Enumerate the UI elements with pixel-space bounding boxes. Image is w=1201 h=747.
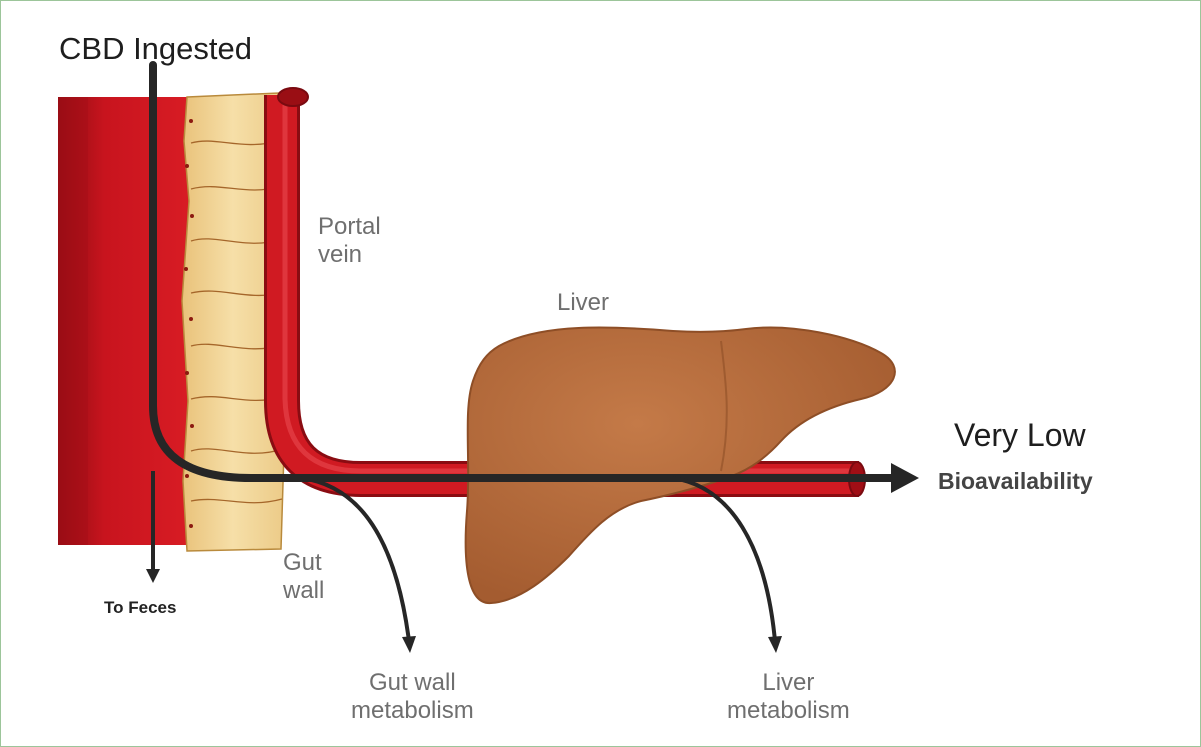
liver-metabolism-arrow bbox=[673, 478, 782, 653]
portal-vein-label-line2: vein bbox=[318, 241, 381, 269]
liver-label: Liver bbox=[557, 289, 609, 317]
portal-vein-label: Portal vein bbox=[318, 213, 381, 268]
cbd-ingested-label: CBD Ingested bbox=[59, 31, 252, 67]
gut-wall-label-line1: Gut bbox=[283, 549, 324, 577]
liver-metabolism-label: Liver metabolism bbox=[727, 669, 850, 724]
very-low-label: Very Low bbox=[954, 417, 1086, 454]
gut-wall-metabolism-line1: Gut wall bbox=[351, 669, 474, 697]
gut-wall-label-line2: wall bbox=[283, 577, 324, 605]
portal-vein-label-line1: Portal bbox=[318, 213, 381, 241]
liver-metabolism-line2: metabolism bbox=[727, 697, 850, 725]
to-feces-label: To Feces bbox=[104, 598, 176, 618]
bioavailability-label: Bioavailability bbox=[938, 468, 1093, 494]
liver-metabolism-line1: Liver bbox=[727, 669, 850, 697]
gut-wall-metabolism-label: Gut wall metabolism bbox=[351, 669, 474, 724]
gut-wall-metabolism-line2: metabolism bbox=[351, 697, 474, 725]
gut-wall-label: Gut wall bbox=[283, 549, 324, 604]
intestine bbox=[58, 97, 190, 545]
